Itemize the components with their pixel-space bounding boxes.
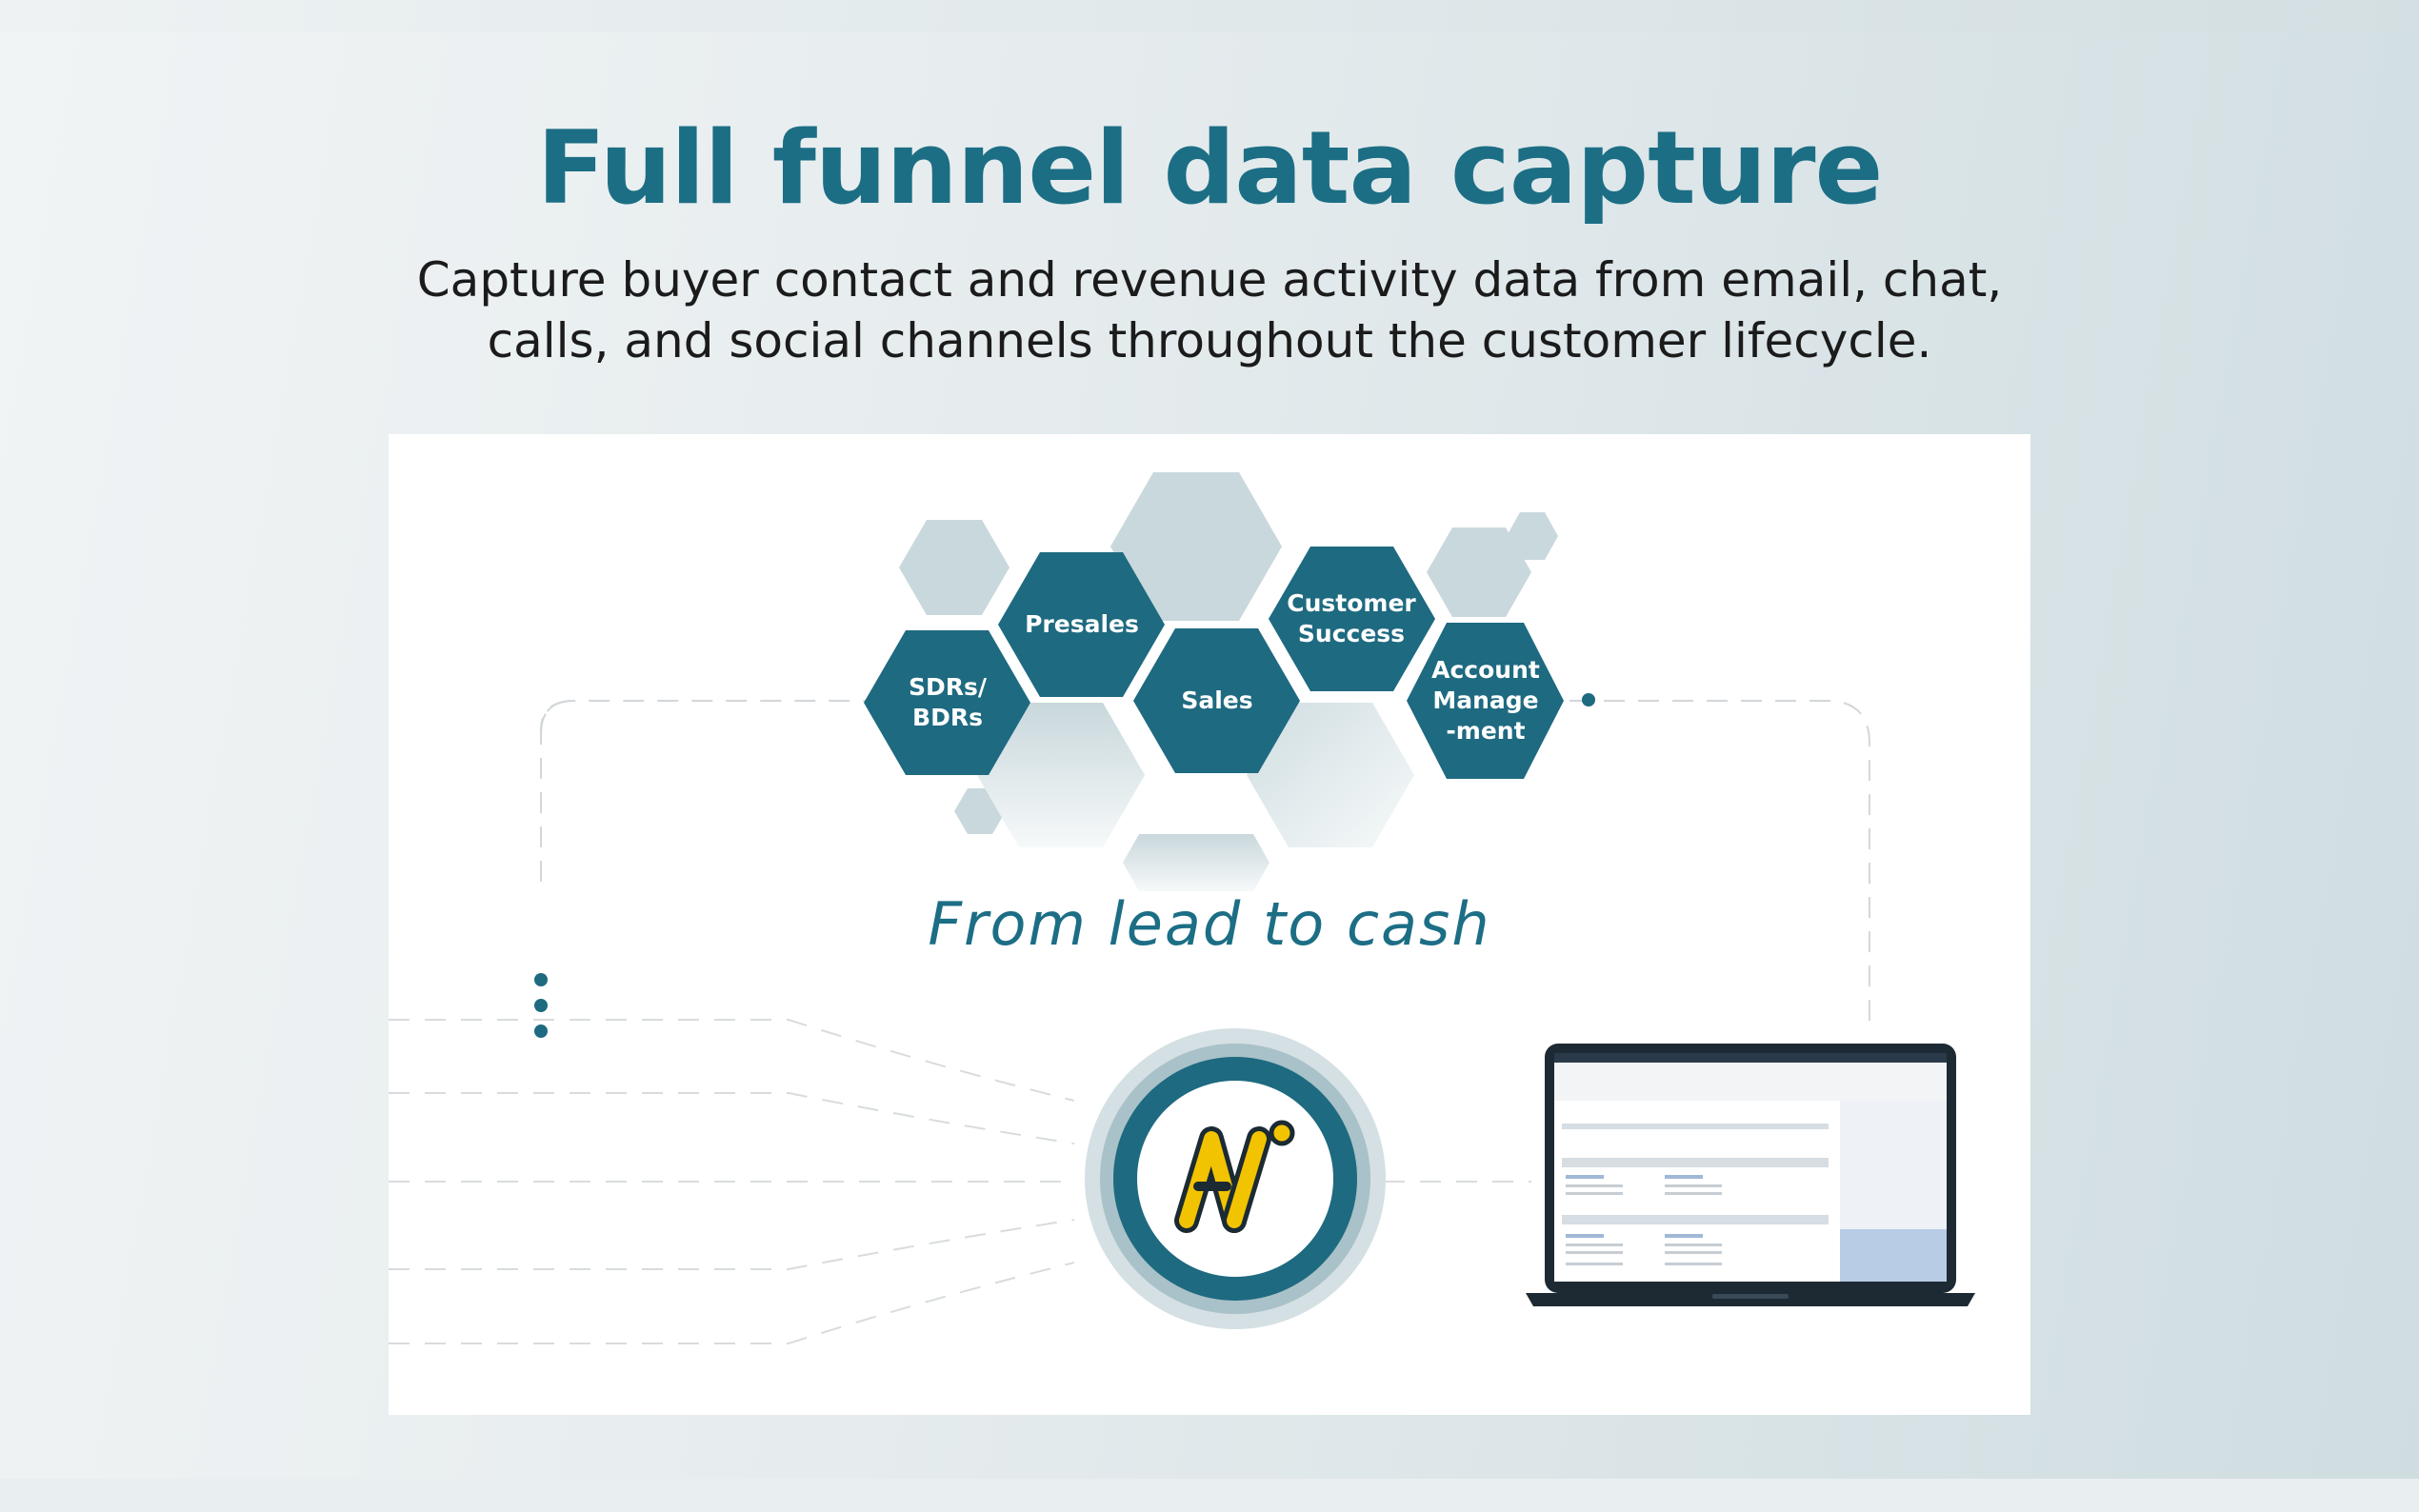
hex-account-management (1407, 623, 1564, 779)
hex-customer-success (1269, 547, 1435, 691)
team-label-sdrs-text: SDRs/BDRs (908, 673, 988, 731)
ai-monogram-logo-icon (1174, 1120, 1295, 1233)
hex-presales (998, 552, 1165, 697)
data-stream-lines (389, 1019, 1531, 1344)
top-band (0, 0, 2419, 32)
decorative-hexagons (899, 472, 1558, 891)
funnel-diagram (389, 472, 1975, 1344)
diagram-tagline: From lead to cash (928, 889, 1491, 959)
hex-sdrs (864, 630, 1030, 775)
team-label-sdrs: SDRs/BDRs (867, 672, 1029, 733)
hex-sales (1133, 628, 1300, 773)
laptop-crm-screen-icon (1526, 1044, 1975, 1306)
team-label-sales: Sales (1136, 686, 1298, 716)
page-subtitle: Capture buyer contact and revenue activi… (416, 252, 2003, 368)
loop-connector (539, 700, 1870, 1034)
team-label-sales-text: Sales (1181, 686, 1253, 714)
team-label-presales: Presales (1001, 609, 1163, 640)
team-hexagons (864, 547, 1564, 779)
page-title: Full funnel data capture (536, 109, 1884, 227)
bottom-band (0, 1479, 2419, 1512)
logo-badge (1085, 1028, 1386, 1329)
team-label-presales-text: Presales (1025, 610, 1139, 638)
